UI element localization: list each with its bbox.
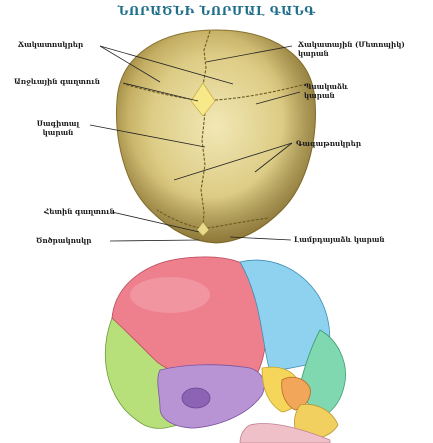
skull-side-view [105,257,345,443]
label-occipital-bone: Ծոծրակոսկր [36,236,92,245]
label-parietal-bones: Գագաթոսկրեր [296,139,361,148]
temporal-bone [158,365,265,428]
ear-canal [182,388,210,408]
label-frontal-bones: Ճակատոսկրեր [18,40,83,49]
skull-top-view [117,30,316,243]
label-frontal-suture: Ճակատային (Մետոպիկ) կարան [298,40,405,58]
label-sagittal-suture: Սագիտալ կարան [28,119,88,137]
label-coronal-suture: Պսակաձև կարան [304,82,348,100]
label-anterior-fontanelle: Առջևային գաղտուն [14,77,100,86]
label-lambdoid-suture: Լամբդայաձև կարան [294,235,385,244]
label-posterior-fontanelle: Հետին գաղտուն [44,207,115,216]
